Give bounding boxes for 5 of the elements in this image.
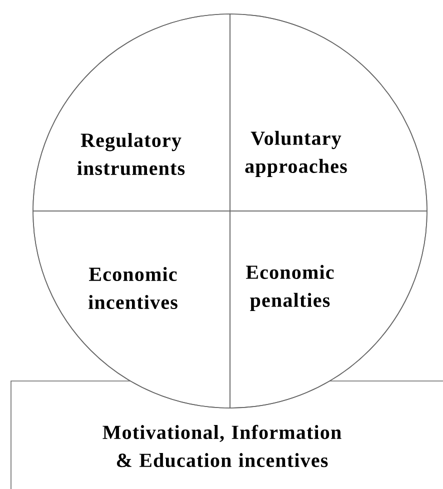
circle [32, 14, 428, 408]
quadrant: Regulatory instruments [32, 14, 230, 212]
quadrant: Voluntary approaches [230, 14, 428, 212]
quadrant: Economic incentives [32, 210, 230, 408]
quadrant: Economic penalties [230, 210, 428, 408]
